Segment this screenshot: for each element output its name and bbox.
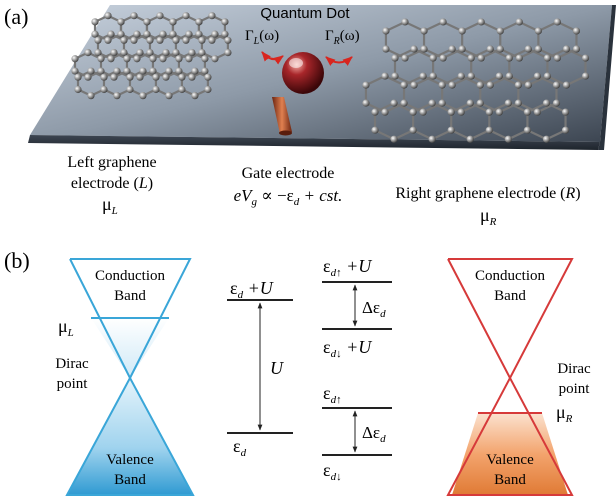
gate-equation: eVg ∝ −εd + cst. [234, 186, 343, 208]
left-dirac-cone: Conduction Band Valence Band μL Dirac po… [55, 258, 195, 496]
level-eps-up-label: εd↑ [323, 383, 342, 406]
panel-a: (a) Quantum Dot ΓL(ω) ΓR(ω) Left graphen… [4, 4, 616, 228]
left-electrode-label-line1: Left graphene [67, 154, 156, 171]
right-dirac-cone: Conduction Band Valence Band Dirac point… [446, 258, 591, 496]
gamma-right-label: ΓR(ω) [325, 28, 360, 47]
mu-right-label: μR [480, 205, 497, 228]
left-valence-label-2: Band [114, 472, 146, 488]
right-valence-label-1: Valence [486, 452, 534, 468]
left-graphene-atoms [71, 12, 232, 100]
left-cone-outline-lower [65, 377, 195, 496]
gate-electrode-label: Gate electrode [242, 165, 335, 182]
gamma-left-arrow [261, 51, 284, 65]
panel-a-label: (a) [4, 4, 28, 29]
left-conduction-fill [70, 259, 190, 318]
panel-b-label: (b) [4, 248, 30, 273]
quantum-dot-label: Quantum Dot [260, 5, 350, 22]
gate-stem [272, 97, 292, 136]
gamma-right-arrow [325, 56, 353, 66]
panel-b: (b) Conduction Band Valence Band μL Dira… [4, 248, 591, 496]
left-electrode-label-line2: electrode (L) [71, 175, 153, 192]
level-eps-d-plus-u-label: εd +U [230, 278, 274, 301]
left-dirac-label-1: Dirac [55, 356, 89, 372]
left-mu-label: μL [58, 316, 74, 339]
spin-split-upper: εd↑ +U Δεd εd↓ +U [322, 256, 392, 360]
left-valence-label-1: Valence [106, 452, 154, 468]
level-eps-down-plus-u-label: εd↓ +U [323, 337, 372, 360]
right-graphene-atoms [362, 18, 590, 143]
spin-split-lower: εd↑ Δεd εd↓ [322, 383, 392, 483]
delta-eps-label-lower: Δεd [362, 423, 386, 445]
left-valence-fill [67, 378, 193, 495]
left-graphene-lattice [71, 12, 232, 100]
right-valence-label-2: Band [494, 472, 526, 488]
right-graphene-lattice [362, 18, 590, 143]
right-mu-label: μR [556, 402, 573, 425]
mu-left-label: μL [102, 194, 118, 217]
u-label: U [270, 358, 284, 378]
coulomb-levels: εd +U U εd [227, 278, 293, 459]
level-eps-down-label: εd↓ [323, 460, 342, 483]
quantum-dot [282, 52, 324, 94]
gamma-left-label: ΓL(ω) [245, 28, 279, 47]
level-eps-up-plus-u-label: εd↑ +U [323, 256, 372, 279]
left-filled-upper-fill [91, 318, 169, 378]
right-conduction-label-2: Band [494, 288, 526, 304]
substrate-front [28, 135, 600, 150]
left-dirac-label-2: point [57, 376, 89, 392]
delta-eps-label-upper: Δεd [362, 298, 386, 320]
left-conduction-label-2: Band [114, 288, 146, 304]
right-dirac-label-1: Dirac [557, 361, 591, 377]
right-dirac-label-2: point [559, 381, 591, 397]
level-eps-d-label: εd [233, 436, 247, 459]
right-cone-outline-upper [447, 258, 574, 381]
right-electrode-label: Right graphene electrode (R) [395, 185, 580, 202]
right-conduction-label-1: Conduction [475, 268, 545, 284]
substrate-side [598, 5, 616, 150]
left-conduction-label-1: Conduction [95, 268, 165, 284]
right-cone-outline-lower [446, 377, 574, 496]
